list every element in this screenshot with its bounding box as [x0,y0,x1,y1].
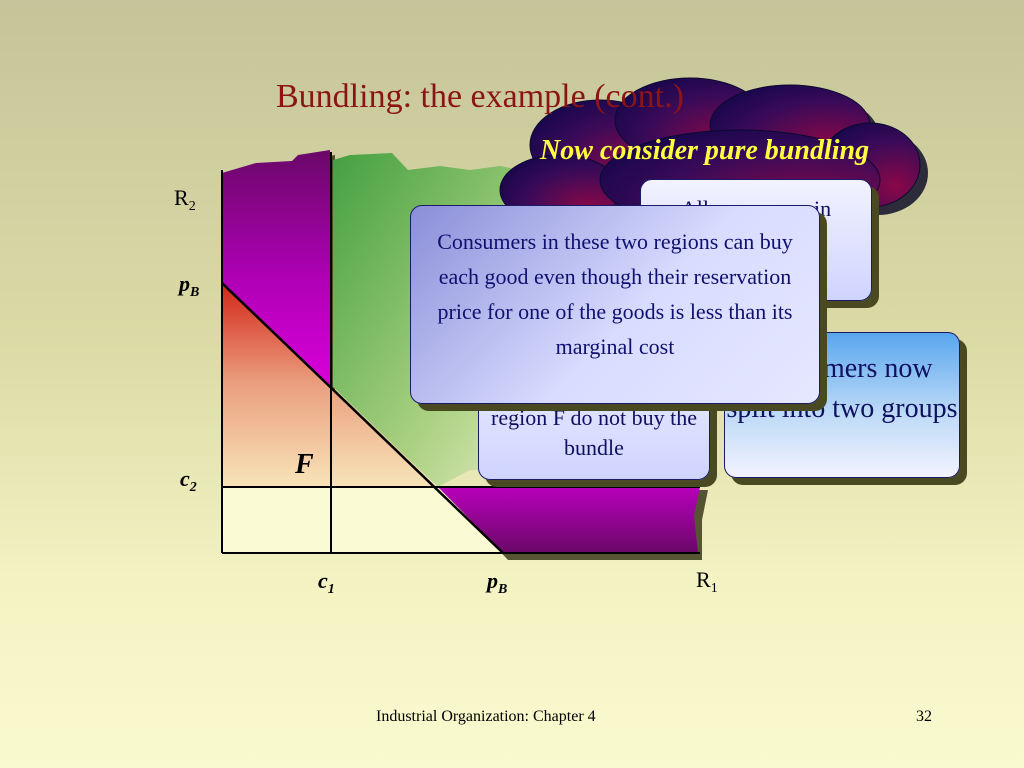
slide-title: Bundling: the example (cont.) [276,78,684,115]
callout-two-regions: Consumers in these two regions can buy e… [410,205,820,404]
y-axis-label: R2 [174,185,196,214]
x-tick-c1: c1 [318,568,335,597]
callout-region-f-text: region F do not buy the bundle [491,405,697,460]
footer-text: Industrial Organization: Chapter 4 [376,708,596,725]
x-axis-label: R1 [696,567,718,596]
y-tick-pb: pB [177,271,199,300]
x-tick-pb: pB [485,568,507,597]
callout-two-regions-text: Consumers in these two regions can buy e… [437,229,793,359]
region-f-label: F [294,449,314,480]
page-number: 32 [916,708,932,725]
region-left-purple [222,150,330,386]
region-cream [222,487,503,553]
region-bottom-purple [438,487,700,553]
bundle-price-line [221,282,504,554]
y-tick-c2: c2 [180,466,197,495]
cloud-callout-text: Now consider pure bundling [540,135,870,166]
